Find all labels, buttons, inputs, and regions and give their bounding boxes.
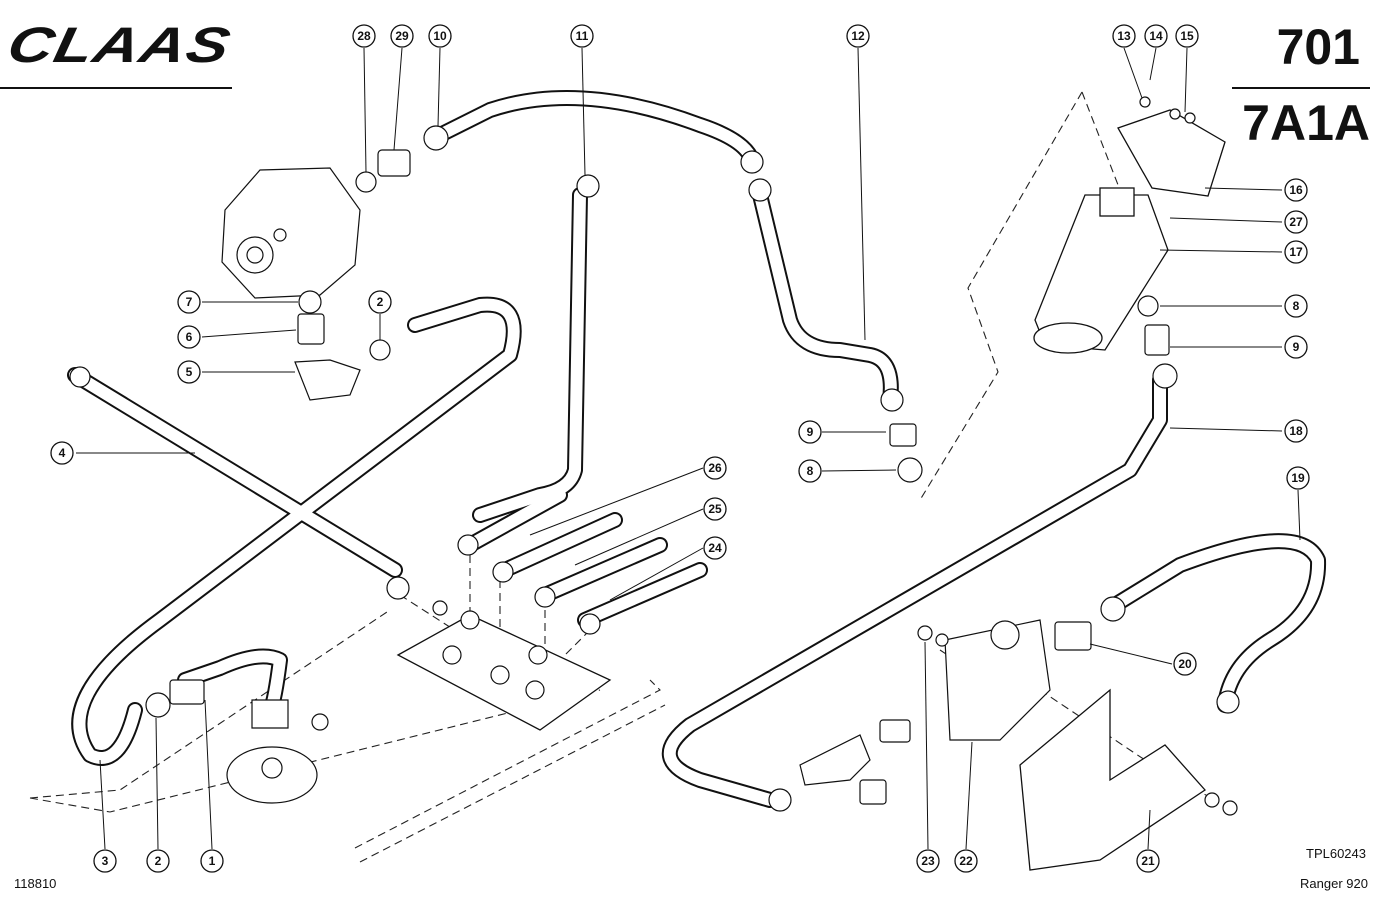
filter-housing <box>1033 187 1169 354</box>
reference-code: TPL60243 <box>1306 846 1366 861</box>
callouts: 1 2 2 3 4 5 6 7 8 8 9 9 10 11 12 13 14 1… <box>50 24 1310 873</box>
callout-24: 24 <box>708 541 722 555</box>
callout-20: 20 <box>1178 657 1192 671</box>
callout-4: 4 <box>59 446 66 460</box>
callout-29: 29 <box>395 29 409 43</box>
callout-5: 5 <box>186 365 193 379</box>
callout-26: 26 <box>708 461 722 475</box>
callout-15: 15 <box>1180 29 1194 43</box>
callout-27: 27 <box>1289 215 1303 229</box>
pump-body <box>221 167 361 299</box>
callout-13: 13 <box>1117 29 1131 43</box>
callout-23: 23 <box>921 854 935 868</box>
callout-17: 17 <box>1289 245 1303 259</box>
callout-18: 18 <box>1289 424 1303 438</box>
callout-11: 11 <box>576 29 589 43</box>
callout-22: 22 <box>959 854 973 868</box>
callout-10: 10 <box>433 29 447 43</box>
callout-14: 14 <box>1149 29 1163 43</box>
callout-2: 2 <box>377 295 384 309</box>
callout-1: 1 <box>209 854 216 868</box>
callout-19: 19 <box>1291 471 1305 485</box>
group-code: 7A1A <box>1242 95 1370 151</box>
page-number: 701 <box>1276 19 1360 75</box>
callout-9: 9 <box>807 425 814 439</box>
callout-9: 9 <box>1293 340 1300 354</box>
callout-16: 16 <box>1289 183 1303 197</box>
callout-28: 28 <box>357 29 371 43</box>
callout-2: 2 <box>155 854 162 868</box>
callout-21: 21 <box>1141 854 1155 868</box>
callout-25: 25 <box>708 502 722 516</box>
callout-6: 6 <box>186 330 193 344</box>
callout-3: 3 <box>102 854 109 868</box>
drawing-number: 118810 <box>14 876 57 891</box>
assembly-guide-lines <box>29 91 1216 863</box>
model-name: Ranger 920 <box>1300 876 1368 891</box>
callout-8: 8 <box>1293 299 1300 313</box>
fittings <box>69 96 1240 816</box>
callout-12: 12 <box>851 29 865 43</box>
callout-8: 8 <box>807 464 814 478</box>
callout-7: 7 <box>186 295 193 309</box>
